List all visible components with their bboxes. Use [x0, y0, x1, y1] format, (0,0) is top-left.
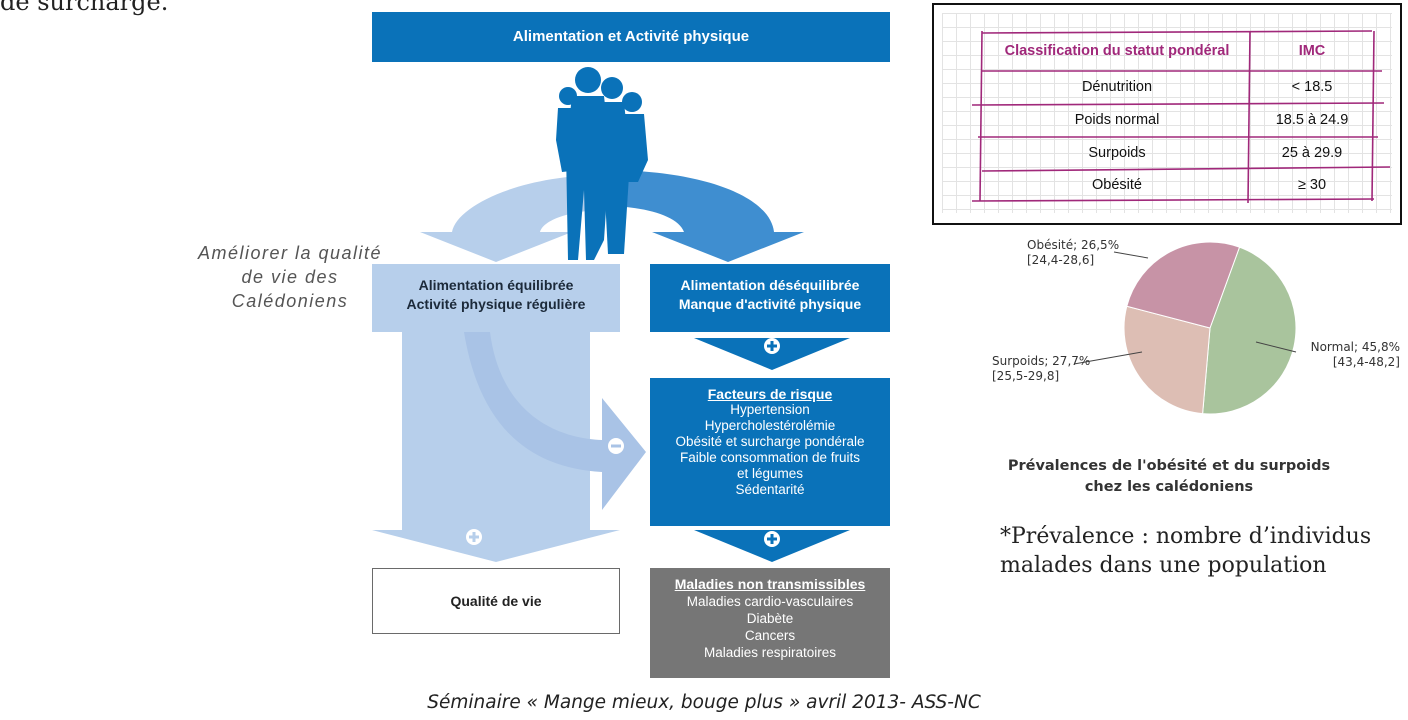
imc-row-4-value: ≥ 30	[1297, 177, 1327, 193]
pie-caption-line-1: Prévalences de l'obésité et du surpoids	[1007, 458, 1331, 474]
pie-slice	[1126, 241, 1241, 329]
left-caption-line-1: Améliorer la qualité de vie des	[197, 243, 383, 287]
pie-slice	[1202, 246, 1297, 415]
plus-icon-1	[764, 338, 780, 354]
balanced-box: Alimentation équilibrée Activité physiqu…	[372, 264, 620, 332]
prevalence-footnote: *Prévalence : nombre d’individus malades…	[1000, 522, 1400, 580]
imc-row-2-label: Poids normal	[1074, 112, 1160, 128]
risk-factors-box: Facteurs de risque Hypertension Hypercho…	[650, 378, 890, 526]
left-caption: Améliorer la qualité de vie des Calédoni…	[190, 241, 390, 313]
diet-activity-diagram: Alimentation et Activité physique Alimen…	[372, 10, 890, 680]
curved-arrow-to-risk	[464, 332, 646, 510]
ncd-box: Maladies non transmissibles Maladies car…	[650, 568, 890, 678]
curved-arrow-right	[604, 170, 804, 262]
ncd-item: Diabète	[746, 611, 794, 626]
balanced-line-2: Activité physique régulière	[406, 296, 586, 312]
imc-row-2-value: 18.5 à 24.9	[1275, 112, 1349, 128]
risk-item: Hypertension	[730, 402, 810, 417]
pie-leader-lines	[1073, 251, 1297, 365]
family-silhouette-icon	[556, 67, 648, 260]
pie-label-obesity-ci: [24,4-28,6]	[1027, 253, 1095, 267]
risk-item: Faible consommation de fruits	[679, 450, 861, 465]
minus-icon	[608, 438, 624, 454]
pie-label-normal-ci: [43,4-48,2]	[1332, 355, 1400, 369]
quality-of-life-box: Qualité de vie	[372, 568, 620, 634]
diagram-title: Alimentation et Activité physique	[372, 12, 890, 62]
prevalence-pie-chart	[1123, 241, 1297, 415]
down-arrow-left-large	[372, 332, 620, 562]
pie-slice	[1123, 305, 1211, 415]
ncd-item: Cancers	[744, 628, 796, 643]
unbalanced-line-1: Alimentation déséquilibrée	[680, 277, 860, 293]
pie-label-normal-text: Normal; 45,8%	[1310, 340, 1400, 354]
balanced-line-1: Alimentation équilibrée	[418, 277, 574, 293]
ncd-item: Maladies respiratoires	[703, 645, 837, 660]
imc-table-lines	[971, 30, 1391, 204]
pie-label-obesity: Obésité; 26,5% [24,4-28,6]	[1027, 238, 1119, 268]
pie-caption-line-2: chez les calédoniens	[1084, 479, 1254, 495]
risk-item: Hypercholestérolémie	[704, 418, 836, 433]
pie-label-overweight-text: Surpoids; 27,7%	[992, 354, 1091, 368]
source-citation: Séminaire « Mange mieux, bouge plus » av…	[427, 692, 981, 713]
pie-slices	[1123, 241, 1297, 415]
plus-icon-3	[466, 529, 482, 545]
footnote-line-1: *Prévalence : nombre d’individus	[1000, 524, 1372, 549]
curved-arrow-left	[420, 175, 604, 262]
unbalanced-line-2: Manque d'activité physique	[678, 296, 862, 312]
pie-label-overweight-ci: [25,5-29,8]	[992, 369, 1060, 383]
risk-header: Facteurs de risque	[707, 386, 833, 402]
pie-caption: Prévalences de l'obésité et du surpoids …	[1004, 456, 1334, 498]
risk-item: Sédentarité	[735, 482, 805, 497]
imc-row-3-value: 25 à 29.9	[1281, 145, 1343, 161]
risk-item: et légumes	[736, 466, 804, 481]
unbalanced-box: Alimentation déséquilibrée Manque d'acti…	[650, 264, 890, 332]
ncd-header: Maladies non transmissibles	[674, 576, 866, 592]
risk-item: Obésité et surcharge pondérale	[675, 434, 865, 449]
footnote-line-2: malades dans une population	[1000, 553, 1327, 578]
pie-label-obesity-text: Obésité; 26,5%	[1027, 238, 1120, 252]
imc-header-classification: Classification du statut pondéral	[1004, 43, 1230, 59]
imc-row-3-label: Surpoids	[1088, 145, 1146, 161]
plus-icon-2	[764, 531, 780, 547]
diagram-graphics	[372, 67, 850, 562]
pie-label-overweight: Surpoids; 27,7% [25,5-29,8]	[992, 354, 1090, 384]
left-caption-line-2: Calédoniens	[231, 291, 349, 311]
ncd-item: Maladies cardio-vasculaires	[686, 594, 854, 609]
imc-row-1-value: < 18.5	[1291, 79, 1333, 95]
imc-header-imc: IMC	[1298, 43, 1326, 59]
pie-label-normal: Normal; 45,8% [43,4-48,2]	[1300, 340, 1400, 370]
imc-row-1-label: Dénutrition	[1081, 79, 1153, 95]
top-text-fragment: de surcharge.	[0, 0, 169, 16]
imc-table-frame: Classification du statut pondéral IMC Dé…	[932, 3, 1402, 225]
imc-table-background: Classification du statut pondéral IMC Dé…	[942, 13, 1392, 213]
imc-row-4-label: Obésité	[1092, 177, 1142, 193]
